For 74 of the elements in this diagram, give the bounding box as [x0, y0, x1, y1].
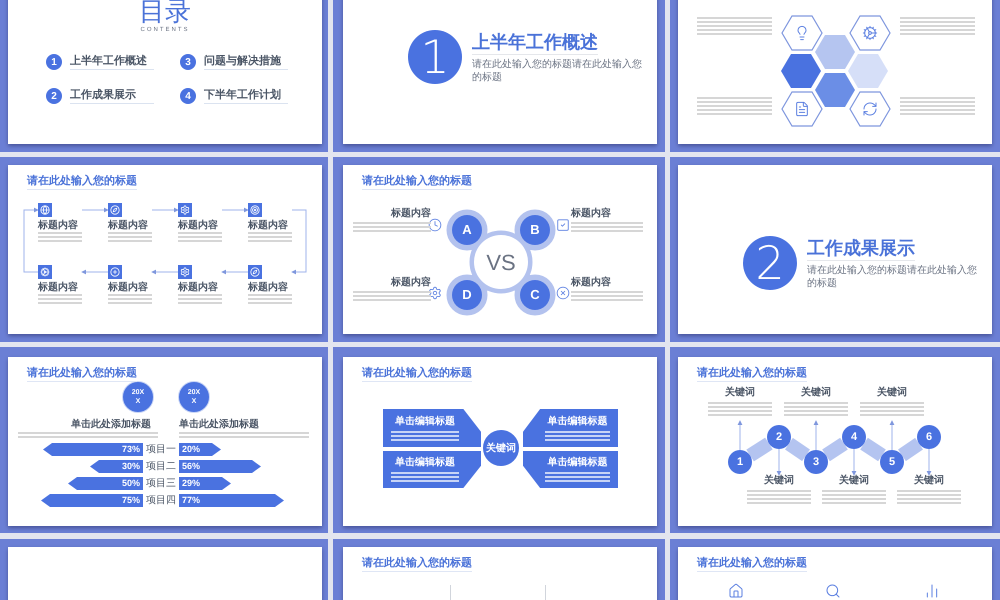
column-heading: 单击此处添加标题: [70, 419, 151, 431]
slide-title: 请在此处输入您的标题: [362, 173, 472, 190]
row-label: 项目三: [145, 477, 177, 490]
arrow: [852, 448, 856, 476]
step-title: 标题内容: [248, 220, 288, 232]
subtitle: 请在此处输入您的标题请在此处输入您的标题: [472, 59, 643, 84]
keyword-text: 关键词: [839, 475, 869, 487]
percentage-bar: 75%: [41, 494, 143, 507]
item-heading: 标题内容: [571, 208, 612, 220]
item-heading: 标题内容: [571, 277, 612, 289]
arrow: [82, 208, 109, 212]
ribbon-connector: [822, 438, 848, 462]
slide-title: 请在此处输入您的标题: [697, 555, 807, 572]
percentage-bar: 29%: [179, 477, 231, 490]
menu-item-text: 工作成果展示: [70, 88, 154, 104]
item-heading: 标题内容: [390, 208, 431, 220]
arrow: [222, 208, 249, 212]
number-badge: 3: [180, 54, 196, 70]
percentage-bar: 77%: [179, 494, 284, 507]
keyword-text: 关键词: [725, 387, 755, 399]
keyword-text: 关键词: [877, 387, 907, 399]
slide-title: 请在此处输入您的标题: [362, 555, 472, 572]
number-badge: 2: [46, 88, 62, 104]
step-title: 标题内容: [248, 282, 288, 294]
menu-item-text: 问题与解决措施: [204, 54, 288, 70]
arrow: [738, 420, 742, 450]
ribbon-connector: [785, 438, 810, 462]
row-label: 项目二: [145, 460, 177, 473]
arrow: [152, 208, 179, 212]
item-heading: 标题内容: [390, 277, 431, 289]
slide-title: 请在此处输入您的标题: [27, 365, 137, 382]
arrow: [24, 208, 39, 272]
subtitle: 请在此处输入您的标题请在此处输入您的标题: [807, 265, 978, 290]
step-title: 标题内容: [108, 282, 148, 294]
number-badge: 1: [46, 54, 62, 70]
ribbon-connector: [746, 438, 773, 462]
ribbon-connector: [860, 438, 886, 462]
arrow: [776, 448, 782, 476]
section-title: 上半年工作概述: [472, 30, 598, 55]
slide-title: 请在此处输入您的标题: [697, 365, 807, 382]
keyword-text: 关键词: [764, 475, 794, 487]
arrow: [291, 210, 306, 274]
percentage-bar: 73%: [43, 443, 143, 456]
step-title: 标题内容: [178, 220, 218, 232]
banner-title: 单击编辑标题: [546, 416, 608, 428]
percentage-bar: 50%: [68, 477, 143, 490]
section-title: 工作成果展示: [807, 236, 915, 261]
keyword-text: 关键词: [801, 387, 831, 399]
menu-item-text: 下半年工作计划: [204, 88, 288, 104]
percentage-bar: 56%: [179, 460, 261, 473]
step-title: 标题内容: [38, 220, 78, 232]
banner-title: 单击编辑标题: [394, 457, 456, 469]
column-heading: 单击此处添加标题: [179, 419, 260, 431]
step-title: 标题内容: [178, 282, 218, 294]
arrow: [81, 270, 108, 274]
percentage-bar: 30%: [90, 460, 143, 473]
step-title: 标题内容: [108, 220, 148, 232]
banner-title: 单击编辑标题: [546, 457, 608, 469]
ribbon-connector: [898, 438, 923, 462]
row-label: 项目一: [145, 443, 177, 456]
arrow: [926, 448, 932, 476]
number-badge: 4: [180, 88, 196, 104]
percentage-bar: 20%: [179, 443, 221, 456]
arrow: [890, 420, 894, 450]
menu-item-text: 上半年工作概述: [70, 54, 154, 70]
arrow: [221, 270, 248, 274]
banner-title: 单击编辑标题: [394, 416, 456, 428]
keyword-text: 关键词: [914, 475, 944, 487]
row-label: 项目四: [145, 494, 177, 507]
arrow: [151, 270, 178, 274]
slide-title: 请在此处输入您的标题: [27, 173, 137, 190]
arrow: [814, 420, 818, 450]
step-title: 标题内容: [38, 282, 78, 294]
slide-title: 请在此处输入您的标题: [362, 365, 472, 382]
